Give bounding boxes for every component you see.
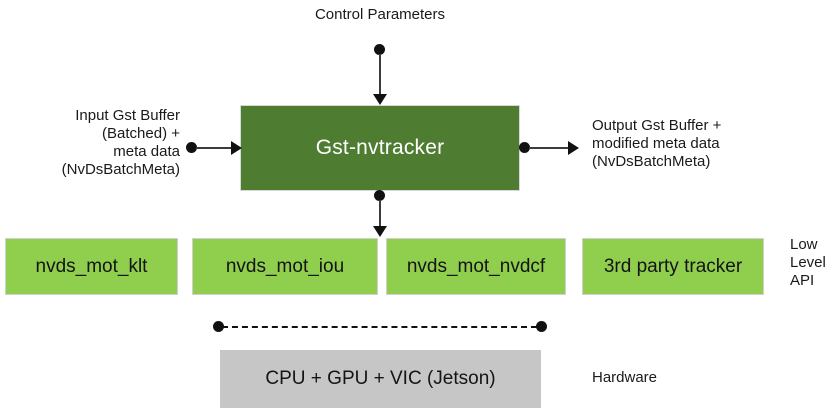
input-arrow-icon — [231, 141, 242, 155]
control-parameters-connector-line — [379, 54, 381, 96]
input-connector-line — [196, 147, 234, 149]
hardware-block[interactable]: CPU + GPU + VIC (Jetson) — [220, 350, 541, 408]
low-level-api-caption: Low Level API — [790, 236, 826, 289]
hardware-link-dot-right — [536, 321, 547, 332]
gst-nvtracker-block[interactable]: Gst-nvtracker — [240, 105, 520, 191]
low-level-box-label: nvds_mot_klt — [35, 255, 148, 277]
hardware-link-dot-left — [213, 321, 224, 332]
output-arrow-icon — [568, 141, 579, 155]
low-level-arrow-icon — [373, 226, 387, 237]
gst-nvtracker-label: Gst-nvtracker — [315, 136, 445, 159]
control-parameters-connector-dot — [374, 44, 385, 55]
low-level-box-label: nvds_mot_iou — [225, 255, 345, 277]
low-level-box-nvds-mot-iou[interactable]: nvds_mot_iou — [192, 238, 378, 295]
low-level-box-3rd-party-tracker[interactable]: 3rd party tracker — [582, 238, 764, 295]
low-level-box-label: nvds_mot_nvdcf — [406, 255, 546, 277]
output-connector-dot — [519, 142, 530, 153]
low-level-connector-dot — [374, 190, 385, 201]
hardware-caption: Hardware — [592, 369, 658, 386]
control-parameters-label: Control Parameters — [314, 6, 446, 23]
low-level-box-label: 3rd party tracker — [603, 255, 743, 277]
output-buffer-label: Output Gst Buffer + modified meta data (… — [592, 117, 722, 170]
low-level-box-nvds-mot-klt[interactable]: nvds_mot_klt — [5, 238, 178, 295]
low-level-box-nvds-mot-nvdcf[interactable]: nvds_mot_nvdcf — [386, 238, 566, 295]
output-connector-line — [529, 147, 571, 149]
input-connector-dot — [186, 142, 197, 153]
input-buffer-label: Input Gst Buffer (Batched) + meta data (… — [61, 107, 180, 178]
hardware-block-label: CPU + GPU + VIC (Jetson) — [265, 368, 496, 389]
hardware-link-dashed-line — [222, 326, 537, 328]
control-parameters-arrow-icon — [373, 94, 387, 105]
low-level-connector-line — [379, 200, 381, 227]
